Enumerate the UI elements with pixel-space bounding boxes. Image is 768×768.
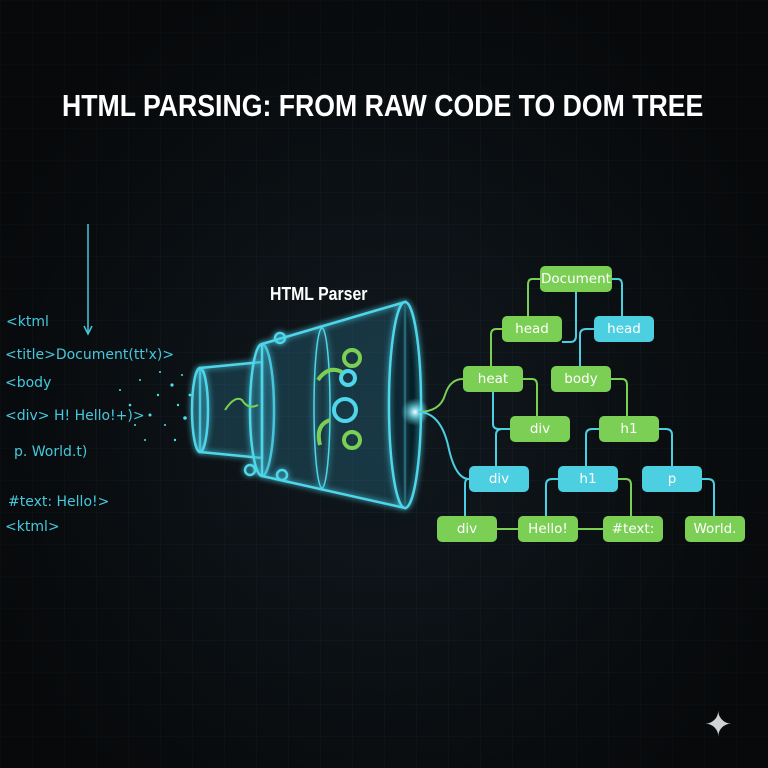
code-line: #text: Hello!> bbox=[8, 494, 110, 510]
tree-node-head: head bbox=[502, 316, 562, 342]
down-arrow-icon bbox=[83, 224, 93, 336]
tree-node-hello: Hello! bbox=[518, 516, 578, 542]
code-line: <title>Document(tt'x)> bbox=[5, 347, 175, 363]
tree-node-document: Document bbox=[540, 266, 612, 292]
particle-stream bbox=[119, 371, 192, 442]
tree-node-div: div bbox=[510, 416, 570, 442]
parser-funnel-illustration bbox=[190, 300, 423, 510]
output-glow bbox=[401, 398, 429, 426]
code-line: <body bbox=[5, 375, 52, 391]
tree-node-div: div bbox=[469, 466, 529, 492]
page-title: HTML PARSING: FROM RAW CODE TO DOM TREE bbox=[62, 88, 704, 123]
gear-icon bbox=[224, 348, 362, 450]
tree-node-div: div bbox=[437, 516, 497, 542]
tree-node-head: head bbox=[594, 316, 654, 342]
tree-node-text: #text: bbox=[603, 516, 663, 542]
tree-node-p: p bbox=[642, 466, 702, 492]
code-line: <ktml bbox=[6, 314, 49, 330]
code-line: <ktml> bbox=[5, 519, 60, 535]
tree-node-h1: h1 bbox=[599, 416, 659, 442]
tree-node-world: World. bbox=[685, 516, 745, 542]
code-line: p. World.t) bbox=[14, 444, 88, 460]
tree-node-body: body bbox=[551, 366, 611, 392]
tree-edges bbox=[417, 278, 715, 530]
tree-node-heat: heat bbox=[463, 366, 523, 392]
code-line: <div> H! Hello!+)> bbox=[5, 408, 145, 424]
parser-label: HTML Parser bbox=[270, 284, 368, 304]
tree-node-h1: h1 bbox=[558, 466, 618, 492]
sparkle-icon: ✦ bbox=[704, 705, 733, 745]
